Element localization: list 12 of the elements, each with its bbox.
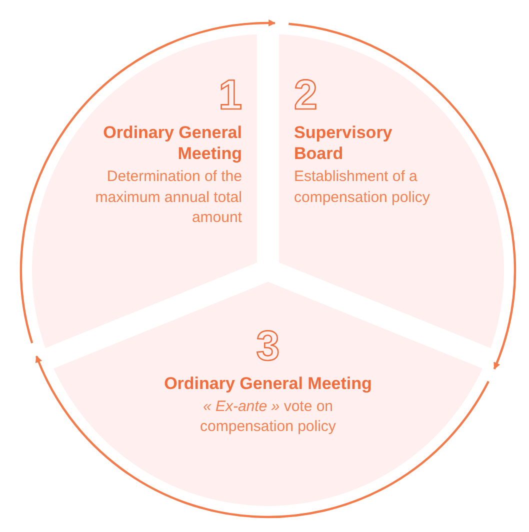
cycle-arrow <box>288 22 516 370</box>
step-description: Establishment of a compensation policy <box>294 167 431 208</box>
step-title: Ordinary General Meeting <box>163 372 373 394</box>
step-description: « Ex-ante » vote on compensation policy <box>199 397 337 438</box>
step-number: 1 <box>218 74 242 116</box>
cycle-arrow <box>20 20 276 344</box>
step-title: Ordinary General Meeting <box>102 122 242 164</box>
step-number: 3 <box>256 324 280 367</box>
cycle-arrow <box>35 355 490 518</box>
step-title: Supervisory Board <box>294 122 394 164</box>
step-number: 2 <box>294 74 318 116</box>
step-description: Determination of the maximum annual total amount <box>94 167 242 228</box>
